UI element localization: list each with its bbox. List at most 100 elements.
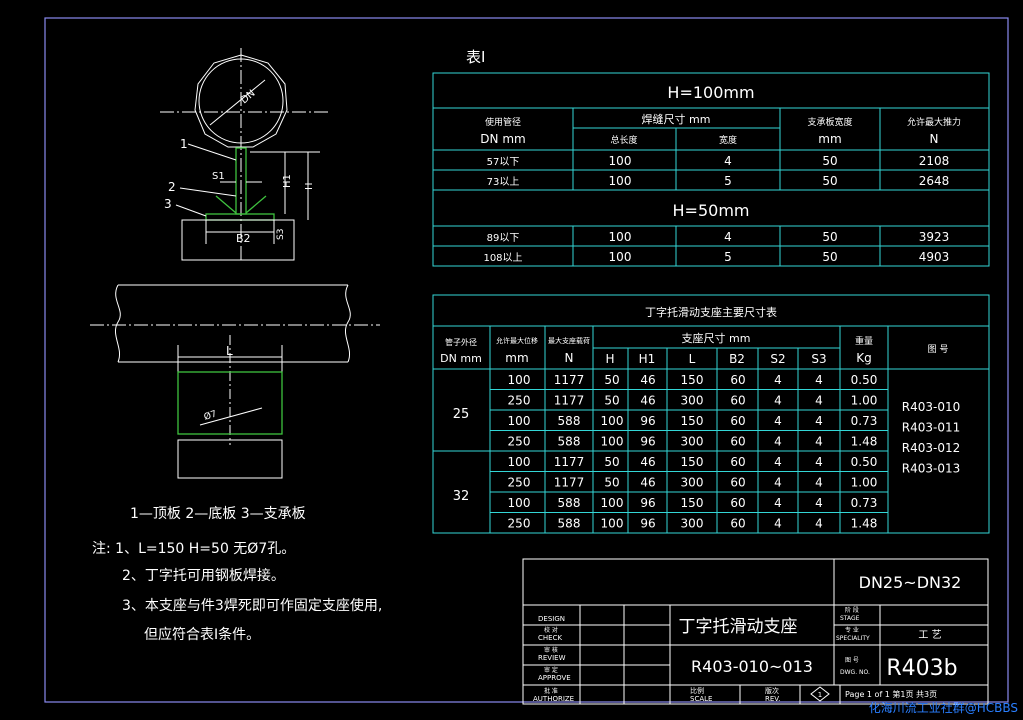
table-1-cell: 4 <box>724 230 732 244</box>
table-2-cell: 100 <box>508 455 531 469</box>
table-1-cell: 2648 <box>919 174 950 188</box>
sheet-border <box>44 17 1009 703</box>
table-2-cell: 46 <box>640 373 655 387</box>
svg-text:审 核: 审 核 <box>544 646 558 654</box>
pipe-break-left <box>114 284 121 363</box>
drawing-number-item: R403-010 <box>902 400 960 414</box>
table-2-cell: 60 <box>730 455 745 469</box>
table-1-cell: 100 <box>609 230 632 244</box>
l-label: L <box>226 344 233 358</box>
table-1-cell: 89以下 <box>487 233 520 244</box>
s1-label: S1 <box>212 171 225 182</box>
table-2-cell: 588 <box>558 496 581 510</box>
plate-plan <box>177 371 283 435</box>
base-block-plan <box>177 439 283 479</box>
svg-text:阶 段: 阶 段 <box>845 606 859 614</box>
table-2-cell: 588 <box>558 435 581 449</box>
svg-text:1: 1 <box>818 691 822 699</box>
table-2-cell: 4 <box>774 414 782 428</box>
table-2-cell: 4 <box>774 496 782 510</box>
svg-text:总长度: 总长度 <box>610 134 637 146</box>
h1-label: H1 <box>282 174 293 188</box>
table-2-cell: 300 <box>681 476 704 490</box>
table-2-cell: 0.50 <box>851 455 878 469</box>
table-2-cell: 1.00 <box>851 394 878 408</box>
table-2: 丁字托滑动支座主要尺寸表 管子外径 DN mm 允许最大位移 mm 最大支座载荷… <box>432 294 990 534</box>
note-3: 3、本支座与件3焊死即可作固定支座使用, <box>122 597 382 614</box>
table-2-cell: 4 <box>815 476 823 490</box>
table-2-cell: 150 <box>681 455 704 469</box>
table-2-cell: 100 <box>508 414 531 428</box>
table-2-dn: 25 <box>453 407 470 422</box>
note-3b: 但应符合表Ⅰ条件。 <box>144 626 260 643</box>
svg-text:比例: 比例 <box>690 686 704 695</box>
svg-text:N: N <box>930 132 939 146</box>
table-2-cell: 96 <box>640 414 655 428</box>
table-1-cell: 50 <box>822 250 837 264</box>
table-1-cell: 50 <box>822 174 837 188</box>
svg-text:CHECK: CHECK <box>538 634 562 642</box>
table-2-cell: 50 <box>604 394 619 408</box>
svg-text:N: N <box>565 351 574 365</box>
table-2-cell: 60 <box>730 496 745 510</box>
table-2-cell: 300 <box>681 435 704 449</box>
table-2-cell: 4 <box>815 517 823 531</box>
table-2-cell: 60 <box>730 373 745 387</box>
svg-text:mm: mm <box>818 132 841 146</box>
table-1-cell: 50 <box>822 154 837 168</box>
table-1: 表Ⅰ H=100mm H=50mm 使用管径 DN mm 焊缝尺寸 mm 总长度… <box>432 48 990 267</box>
notes: 1—顶板 2—底板 3—支承板 注: 1、L=150 H=50 无Ø7孔。 2、… <box>92 506 382 643</box>
svg-text:允许最大推力: 允许最大推力 <box>907 116 961 128</box>
table-2-cell: 46 <box>640 455 655 469</box>
svg-text:宽度: 宽度 <box>719 134 737 146</box>
pipe-break-right <box>344 284 351 363</box>
table-2-cell: 96 <box>640 496 655 510</box>
table-2-cell: 96 <box>640 435 655 449</box>
table-2-cell: 60 <box>730 476 745 490</box>
table-1-cell: 73以上 <box>487 176 520 188</box>
table-2-col-header: H1 <box>639 352 656 366</box>
svg-text:焊缝尺寸 mm: 焊缝尺寸 mm <box>642 112 711 126</box>
table-2-cell: 4 <box>815 373 823 387</box>
table-2-cell: 588 <box>558 517 581 531</box>
table-2-col-header: H <box>605 352 614 366</box>
b2-label: B2 <box>236 232 251 245</box>
svg-text:支座尺寸 mm: 支座尺寸 mm <box>682 331 751 345</box>
table-2-cell: 250 <box>508 435 531 449</box>
table-2-cell: 60 <box>730 517 745 531</box>
svg-text:SPECIALITY: SPECIALITY <box>836 635 870 642</box>
dn-dimension <box>209 79 266 126</box>
table-1-cell: 57以下 <box>487 157 520 168</box>
table-2-cell: 46 <box>640 394 655 408</box>
svg-text:REV.: REV. <box>765 695 780 703</box>
drawing-number-item: R403-011 <box>902 421 960 435</box>
table-2-cell: 150 <box>681 496 704 510</box>
svg-text:校 对: 校 对 <box>544 626 558 634</box>
table-2-cell: 300 <box>681 517 704 531</box>
table-2-cell: 60 <box>730 435 745 449</box>
svg-text:REVIEW: REVIEW <box>538 654 566 662</box>
svg-text:STAGE: STAGE <box>840 615 860 622</box>
svg-text:管子外径: 管子外径 <box>445 337 477 347</box>
svg-text:SCALE: SCALE <box>690 695 712 703</box>
table-1-title: 表Ⅰ <box>466 48 485 66</box>
table-2-cell: 4 <box>774 517 782 531</box>
table-1-cell: 50 <box>822 230 837 244</box>
svg-text:重量: 重量 <box>855 335 873 347</box>
table-2-cell: 250 <box>508 476 531 490</box>
parts-legend: 1—顶板 2—底板 3—支承板 <box>130 506 306 522</box>
title-block: DN25~DN32 丁字托滑动支座 R403-010~013 R403b DES… <box>522 558 989 705</box>
note-1: 注: 1、L=150 H=50 无Ø7孔。 <box>92 541 295 557</box>
table-1-cell: 4 <box>724 154 732 168</box>
table-2-cell: 4 <box>815 455 823 469</box>
table-2-cell: 0.73 <box>851 496 878 510</box>
table-2-cell: 50 <box>604 476 619 490</box>
table-2-cell: 1.48 <box>851 435 878 449</box>
table-1-cell: 5 <box>724 174 732 188</box>
table-2-cell: 1.00 <box>851 476 878 490</box>
drawing-number: R403-010~013 <box>691 657 813 676</box>
table-2-cell: 100 <box>601 414 624 428</box>
